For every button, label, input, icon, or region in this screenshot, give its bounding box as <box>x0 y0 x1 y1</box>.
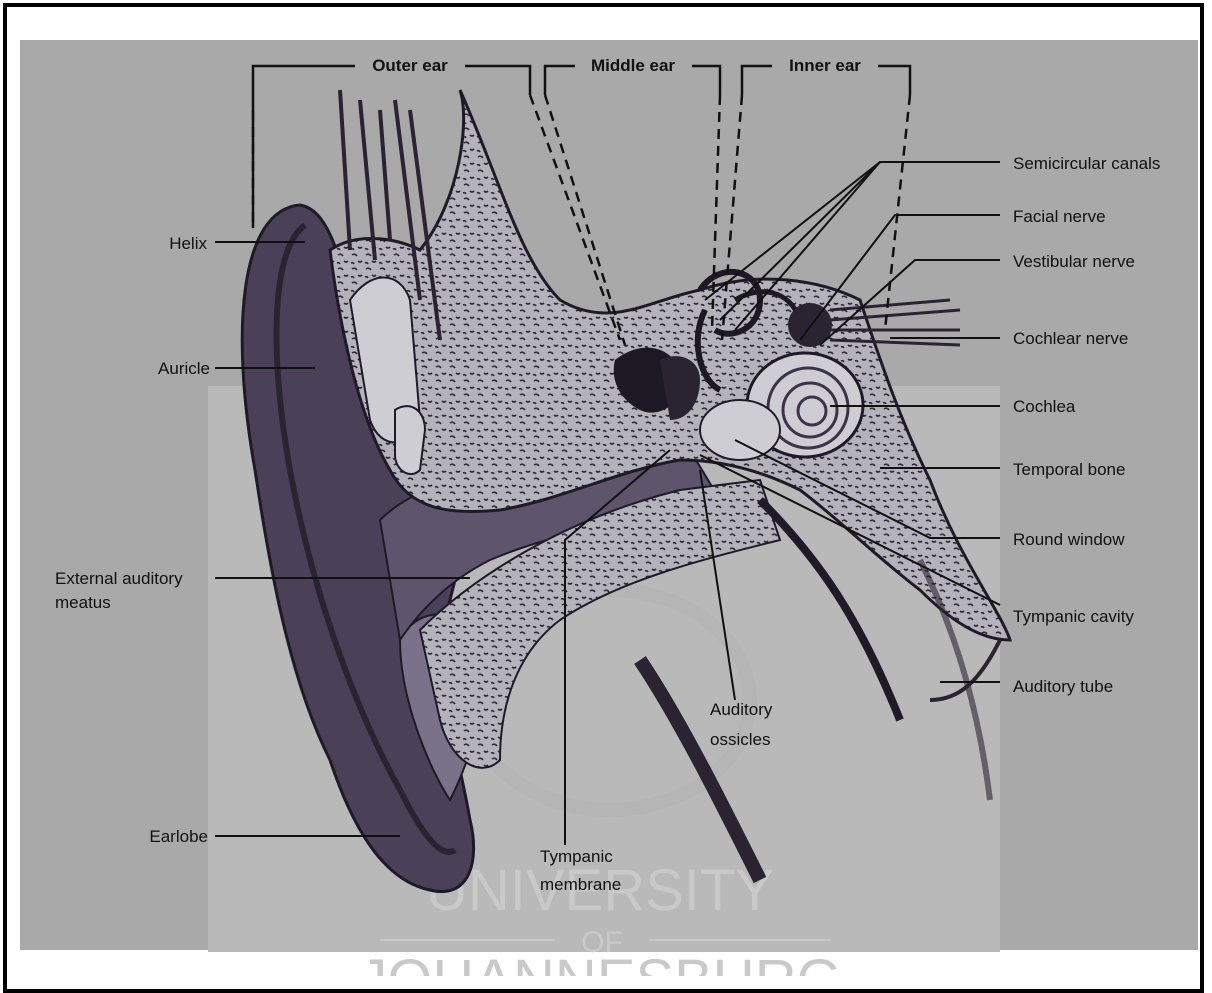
cochlear-nerve-label: Cochlear nerve <box>1013 329 1128 348</box>
semicircular-canals-label: Semicircular canals <box>1013 154 1160 173</box>
temporal-bone-label: Temporal bone <box>1013 460 1125 479</box>
facial-nerve-label: Facial nerve <box>1013 207 1106 226</box>
tympanic-membrane-label-2: membrane <box>540 875 621 894</box>
middle-ear-header: Middle ear <box>591 56 675 75</box>
inner-ear-header: Inner ear <box>789 56 861 75</box>
helix-label: Helix <box>169 234 207 253</box>
external-auditory-meatus-label-1: External auditory <box>55 569 183 588</box>
outer-ear-header: Outer ear <box>372 56 448 75</box>
earlobe-label: Earlobe <box>149 827 208 846</box>
external-auditory-meatus-label-2: meatus <box>55 593 111 612</box>
tympanic-membrane-label-1: Tympanic <box>540 847 613 866</box>
auditory-ossicles-label-1: Auditory <box>710 700 773 719</box>
tympanic-cavity-label: Tympanic cavity <box>1013 607 1134 626</box>
auditory-ossicles-label-2: ossicles <box>710 730 770 749</box>
round-window-label: Round window <box>1013 530 1125 549</box>
auricle-label: Auricle <box>158 359 210 378</box>
vestibular-nerve-label: Vestibular nerve <box>1013 252 1135 271</box>
cochlea-label: Cochlea <box>1013 397 1076 416</box>
watermark-line3: JOHANNESBURG <box>358 948 841 976</box>
auditory-tube-label: Auditory tube <box>1013 677 1113 696</box>
